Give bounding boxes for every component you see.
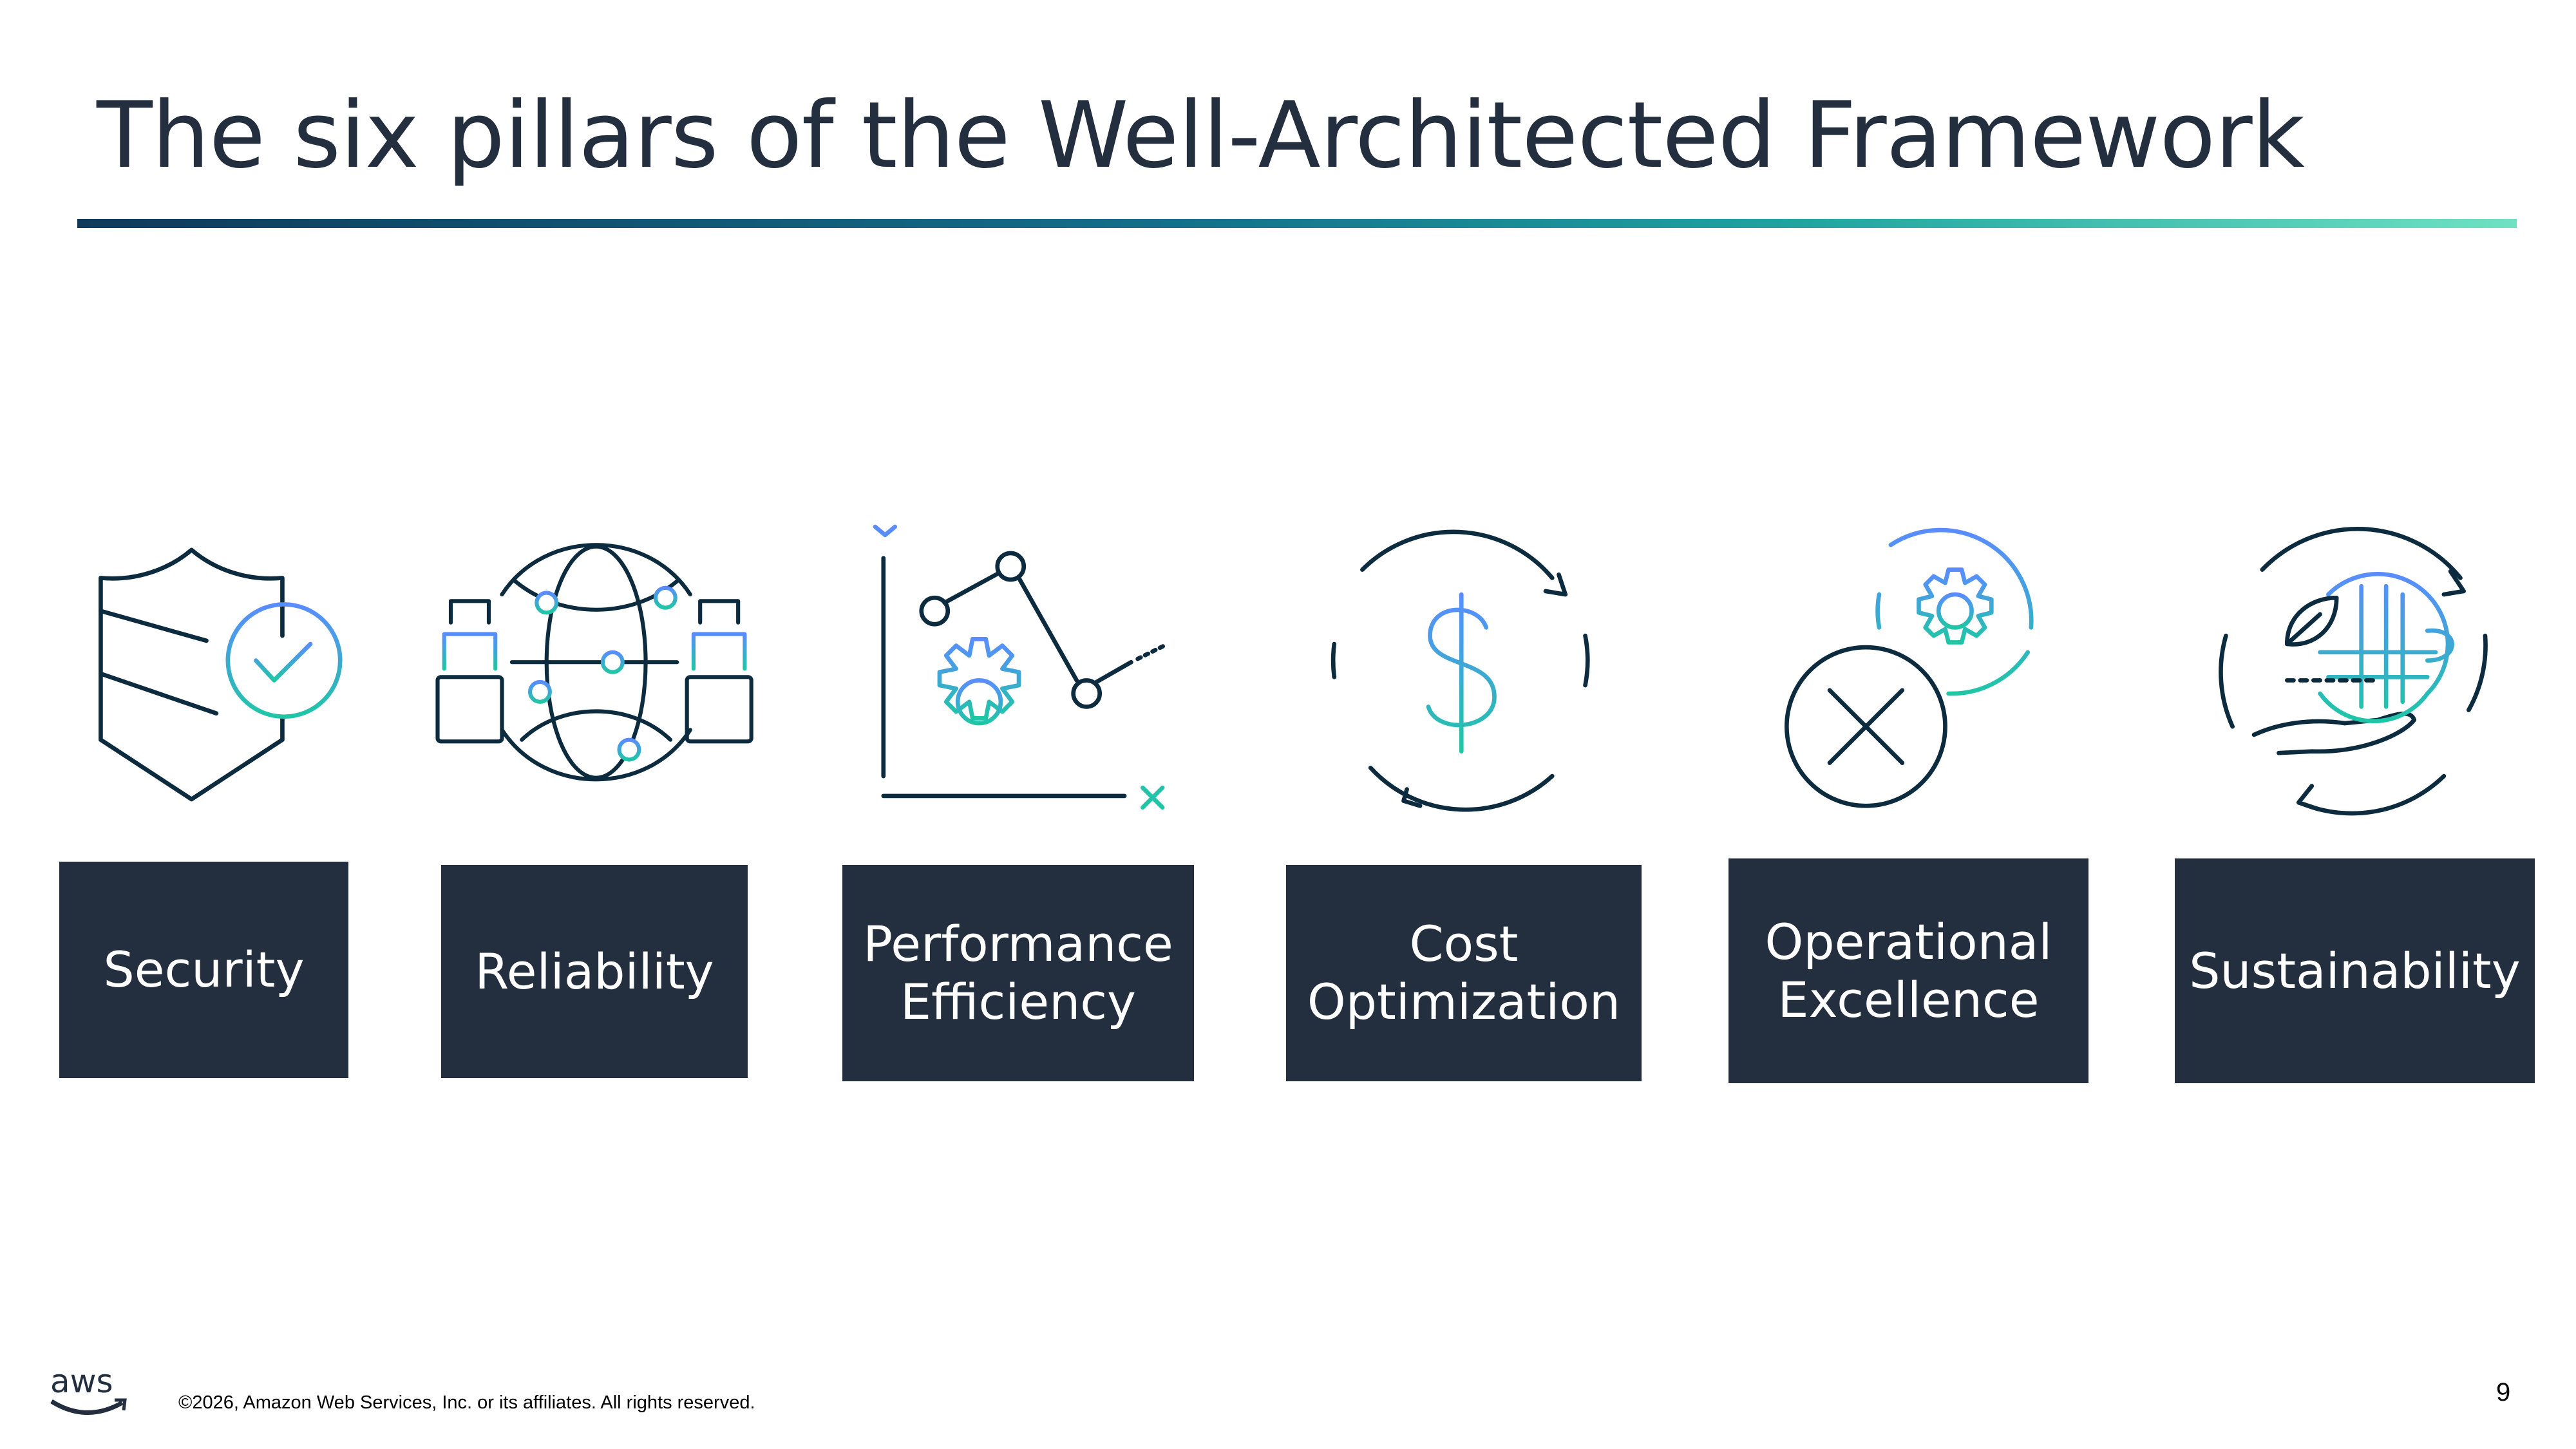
pillar-label: Security: [103, 941, 305, 998]
svg-text:aws: aws: [50, 1364, 113, 1400]
globe-network-icon: [435, 543, 753, 782]
pillar-label-line1: Operational: [1765, 913, 2052, 971]
pillar-sustainability: Sustainability: [2175, 858, 2535, 1083]
chart-gear-icon: [873, 524, 1167, 810]
slide-title: The six pillars of the Well-Architected …: [97, 82, 2305, 189]
hand-globe-leaf-icon: [2219, 526, 2488, 816]
aws-logo: aws: [50, 1364, 127, 1415]
pillar-label-line2: Excellence: [1777, 971, 2040, 1028]
pillar-label-line1: Performance: [863, 915, 1173, 972]
pillar-reliability: Reliability: [441, 865, 748, 1078]
pillar-label: Sustainability: [2189, 942, 2521, 999]
title-divider: [77, 219, 2517, 228]
pillar-security: Security: [59, 862, 348, 1078]
gear-cycle-x-icon: [1785, 527, 2034, 808]
pillar-performance-efficiency: Performance Efficiency: [842, 865, 1194, 1081]
pillar-label-line2: Optimization: [1307, 973, 1621, 1030]
pillar-label: Reliability: [475, 942, 714, 1000]
pillar-label-line1: Cost: [1409, 915, 1519, 972]
pillar-label-line2: Efficiency: [900, 973, 1137, 1030]
pillar-operational-excellence: Operational Excellence: [1728, 858, 2088, 1083]
dollar-cycle-icon: [1331, 529, 1590, 812]
copyright-notice: ©2026, Amazon Web Services, Inc. or its …: [178, 1392, 755, 1413]
pillar-cost-optimization: Cost Optimization: [1286, 865, 1642, 1081]
page-number: 9: [2496, 1378, 2511, 1406]
shield-check-icon: [99, 547, 343, 802]
